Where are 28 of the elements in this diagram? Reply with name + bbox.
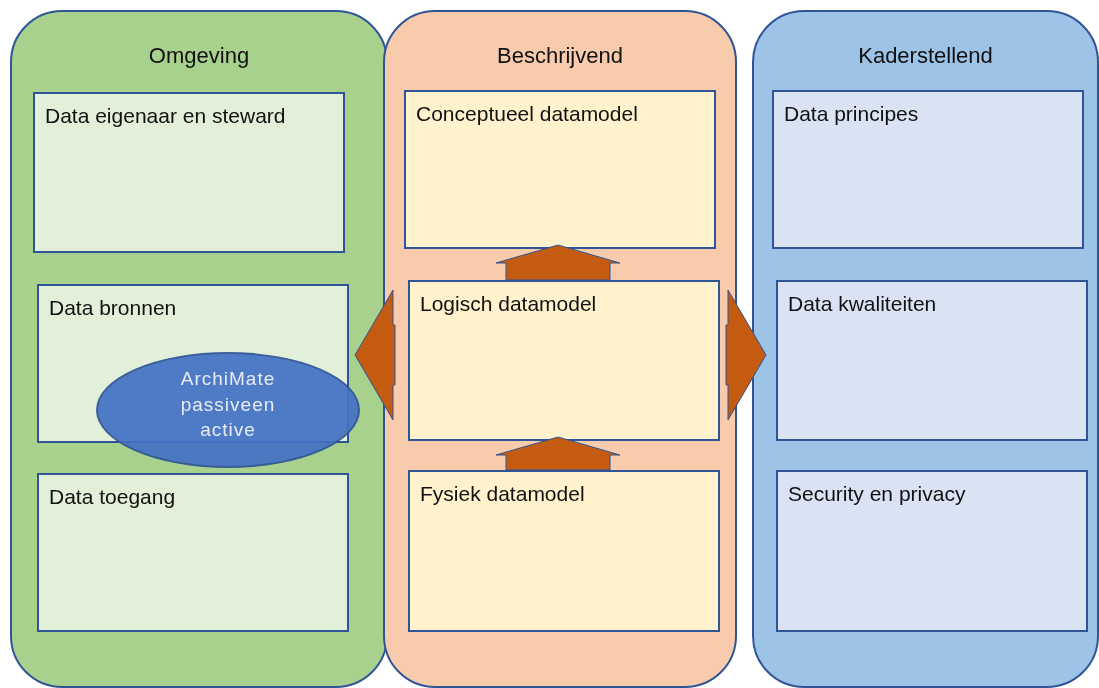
block-arrow [354, 289, 396, 421]
box-label: Data kwaliteiten [788, 291, 938, 317]
block-arrow [495, 436, 621, 471]
column-heading: Omgeving [147, 42, 251, 70]
box-label: Fysiek datamodel [420, 481, 586, 507]
box-label: Logisch datamodel [420, 291, 598, 317]
box-label: Security en privacy [788, 481, 967, 507]
process-box [772, 90, 1084, 249]
block-arrow [725, 289, 767, 421]
box-label: Data eigenaar en steward [45, 103, 287, 129]
process-box [776, 470, 1088, 632]
block-arrow [495, 244, 621, 281]
box-label: ArchiMate passiveen active [179, 367, 277, 443]
box-label: Data toegang [49, 484, 177, 510]
column-heading: Kaderstellend [857, 42, 994, 70]
column-panel [10, 10, 388, 688]
box-label: Conceptueel datamodel [416, 101, 639, 127]
process-box [37, 473, 349, 632]
box-label: Data principes [784, 101, 920, 127]
column-panel [752, 10, 1099, 688]
process-box [404, 90, 716, 249]
process-box [408, 470, 720, 632]
column-panel [383, 10, 737, 688]
box-label: Data bronnen [49, 295, 178, 321]
process-box [33, 92, 345, 253]
process-box [776, 280, 1088, 441]
process-box [408, 280, 720, 441]
column-heading: Beschrijvend [496, 42, 624, 70]
